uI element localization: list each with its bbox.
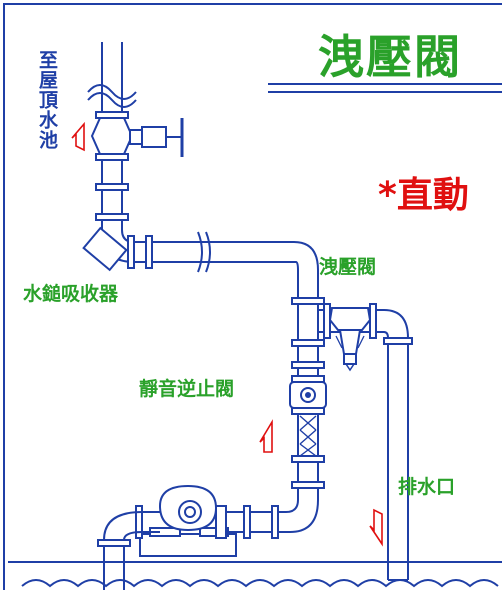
break-symbol-top	[87, 84, 137, 100]
label-relief-valve: 洩壓閥	[319, 256, 377, 278]
diagram-title: 洩壓閥	[318, 30, 462, 84]
frame-border	[3, 3, 502, 594]
pump-icon	[139, 484, 237, 557]
riser-flange	[95, 183, 129, 191]
flow-arrow-icon	[71, 121, 85, 152]
flow-arrow-icon	[259, 419, 273, 453]
pump-line	[226, 499, 319, 539]
break-symbol	[197, 231, 203, 273]
water-surface	[8, 561, 502, 588]
diagram-subtitle: *直動	[378, 175, 469, 216]
label-drain-outlet: 排水口	[398, 476, 456, 498]
water-hammer-absorber-icon	[82, 226, 135, 272]
label-water-hammer-absorber: 水鎚吸收器	[23, 283, 119, 305]
riser-flange	[95, 213, 129, 221]
check-valve-icon	[289, 381, 327, 489]
suction-pipe	[97, 505, 160, 590]
flow-arrow-icon	[369, 508, 383, 547]
gate-valve-icon	[90, 111, 184, 161]
label-silent-check-valve: 靜音逆止閥	[139, 378, 235, 400]
horizontal-pipe	[134, 231, 319, 273]
relief-valve-icon	[318, 303, 413, 581]
label-to-roof-tank: 至屋頂水池	[36, 50, 58, 150]
